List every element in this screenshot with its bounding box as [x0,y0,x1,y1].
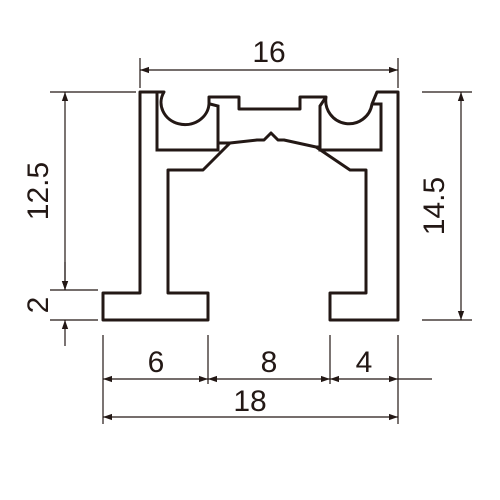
dim-label-left-height: 12.5 [22,162,55,220]
extrusion-profile [101,90,400,322]
dim-label-flange-thickness: 2 [22,297,55,314]
dim-label-bottom-middle: 8 [261,346,278,379]
dim-label-top-width: 16 [252,36,285,69]
dim-label-bottom-right: 4 [356,346,373,379]
dimension-lines [61,66,465,421]
inner-ledge-left [216,141,230,150]
dim-label-bottom-left: 6 [148,346,165,379]
dim-label-bottom-total: 18 [233,385,266,418]
profile-outline [101,90,400,322]
dim-label-right-height: 14.5 [418,177,451,235]
left-channel-ring [155,90,220,152]
inner-ledge-right [316,145,322,150]
right-channel-ring [318,96,383,152]
